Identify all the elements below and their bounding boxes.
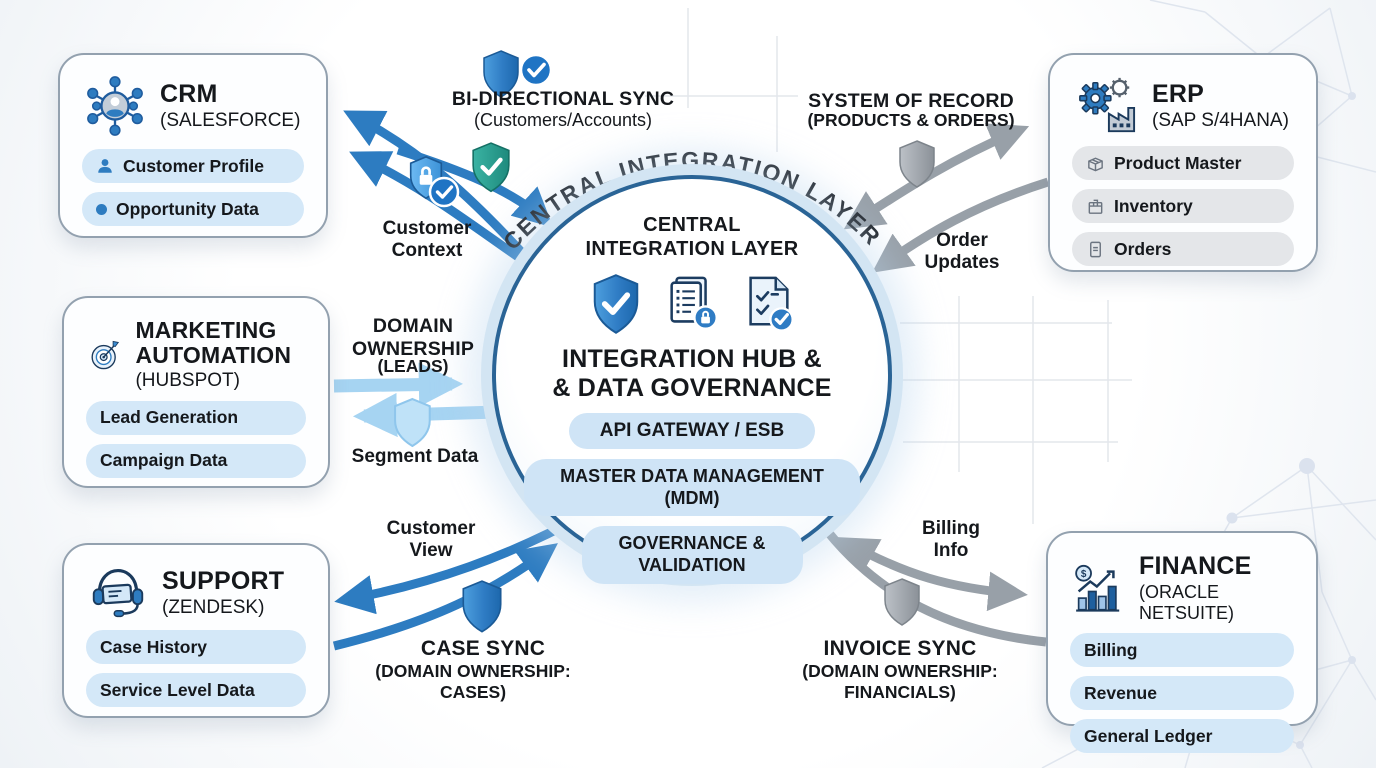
marketing-vendor: (HUBSPOT)	[135, 369, 240, 391]
case-sync-subtitle: (DOMAIN OWNERSHIP: CASES)	[375, 661, 571, 702]
finance-vendor: (ORACLE NETSUITE)	[1139, 582, 1235, 623]
crm-item-pill: Customer Profile	[82, 149, 304, 183]
svg-text:$: $	[1081, 568, 1087, 579]
marketing-item-label: Lead Generation	[100, 407, 239, 428]
finance-chart-icon: $	[1075, 564, 1120, 612]
shield-check-icon	[593, 274, 639, 334]
crm-item-label: Opportunity Data	[116, 198, 259, 219]
arrow-support-sync	[332, 508, 593, 651]
erp-item-pill: Product Master	[1072, 146, 1294, 180]
hub-title-line1: INTEGRATION HUB &	[562, 345, 822, 373]
product-box-icon	[1088, 156, 1103, 171]
check-circle-icon	[428, 176, 460, 208]
billing-info-label: Billing Info	[921, 518, 981, 562]
shield-lock-icon	[409, 156, 443, 200]
finance-item-label: Revenue	[1084, 682, 1157, 703]
erp-vendor: (SAP S/4HANA)	[1152, 109, 1289, 131]
support-item-label: Service Level Data	[100, 679, 255, 700]
background-grid-lines	[645, 8, 1132, 524]
bi-directional-sync-title: BI-DIRECTIONAL SYNC	[451, 88, 675, 110]
person-icon	[98, 159, 112, 173]
finance-item-pill: Revenue	[1070, 676, 1294, 710]
hub-heading-line2: INTEGRATION LAYER	[585, 238, 799, 260]
shield-segment-icon	[394, 397, 431, 447]
marketing-item-pill: Lead Generation	[86, 400, 306, 435]
support-item-label: Case History	[100, 636, 207, 657]
case-sync-title: CASE SYNC	[420, 637, 546, 660]
mdm-pill: MASTER DATA MANAGEMENT (MDM)	[524, 459, 860, 517]
support-vendor: (ZENDESK)	[162, 596, 265, 618]
support-item-pill: Case History	[86, 630, 306, 664]
arrow-erp-sync	[843, 123, 1050, 273]
document-checklist-icon	[749, 276, 794, 332]
system-of-record-title: SYSTEM OF RECORD	[808, 90, 1014, 112]
crm-title: CRM	[160, 79, 218, 108]
hub-heading-line1: CENTRAL	[643, 214, 741, 236]
finance-item-pill: General Ledger	[1070, 719, 1294, 753]
marketing-title: MARKETING AUTOMATION	[135, 317, 292, 368]
arrow-marketing-sync	[333, 362, 499, 438]
finance-item-pill: Billing	[1070, 633, 1294, 667]
marketing-target-icon	[91, 340, 120, 370]
erp-item-label: Orders	[1114, 238, 1172, 259]
bullet-dot-icon	[96, 203, 107, 215]
crm-vendor: (SALESFORCE)	[160, 109, 301, 131]
finance-item-label: General Ledger	[1084, 725, 1213, 746]
crm-item-label: Customer Profile	[123, 155, 264, 176]
marketing-system-box: MARKETING AUTOMATION (HUBSPOT) Lead Gene…	[62, 296, 330, 488]
erp-item-label: Inventory	[1114, 195, 1193, 216]
domain-ownership-title: DOMAIN OWNERSHIP	[351, 315, 475, 360]
segment-data-label: Segment Data	[351, 446, 479, 467]
customer-view-label: Customer View	[386, 518, 476, 562]
support-item-pill: Service Level Data	[86, 673, 306, 707]
orders-document-icon	[1090, 241, 1101, 257]
invoice-sync-subtitle: (DOMAIN OWNERSHIP: FINANCIALS)	[802, 661, 998, 702]
order-updates-label: Order Updates	[924, 230, 1000, 274]
invoice-sync-title: INVOICE SYNC	[823, 637, 977, 660]
system-of-record-subtitle: (PRODUCTS & ORDERS)	[807, 110, 1015, 130]
hub-title-line2: & DATA GOVERNANCE	[552, 373, 832, 402]
customer-context-label: Customer Context	[382, 218, 472, 262]
shield-check-teal-icon	[472, 142, 510, 193]
erp-system-box: ERP (SAP S/4HANA) Product Master Invento…	[1048, 53, 1318, 272]
central-integration-hub: CENTRAL INTEGRATION LAYER	[492, 175, 892, 584]
shield-invoice-sync-icon	[884, 578, 920, 626]
domain-ownership-subtitle: (LEADS)	[377, 356, 449, 376]
marketing-item-pill: Campaign Data	[86, 443, 306, 478]
bi-directional-sync-subtitle: (Customers/Accounts)	[473, 110, 653, 130]
erp-item-label: Product Master	[1114, 152, 1242, 173]
crm-network-users-icon	[87, 76, 143, 136]
finance-system-box: $ FINANCE (ORACLE NETSUITE) Billing Reve…	[1046, 531, 1318, 753]
finance-item-label: Billing	[1084, 639, 1138, 660]
erp-title: ERP	[1152, 79, 1205, 108]
shield-case-sync-icon	[462, 580, 502, 633]
governance-pill: GOVERNANCE & VALIDATION	[581, 526, 803, 584]
support-title: SUPPORT	[162, 566, 285, 595]
crm-item-pill: Opportunity Data	[82, 192, 304, 226]
check-circle-icon	[519, 53, 553, 87]
document-lock-icon	[670, 276, 718, 330]
support-headset-icon	[92, 569, 144, 618]
erp-item-pill: Inventory	[1072, 189, 1294, 223]
arrow-finance-sync	[824, 529, 1047, 647]
inventory-package-icon	[1088, 199, 1103, 214]
erp-item-pill: Orders	[1072, 232, 1294, 266]
erp-gears-factory-icon	[1079, 77, 1136, 133]
marketing-item-label: Campaign Data	[100, 450, 228, 471]
finance-title: FINANCE	[1139, 552, 1252, 580]
crm-system-box: CRM (SALESFORCE) Customer Profile Opport…	[58, 53, 328, 238]
api-gateway-pill: API GATEWAY / ESB	[569, 412, 815, 450]
support-system-box: SUPPORT (ZENDESK) Case History Service L…	[62, 543, 330, 718]
